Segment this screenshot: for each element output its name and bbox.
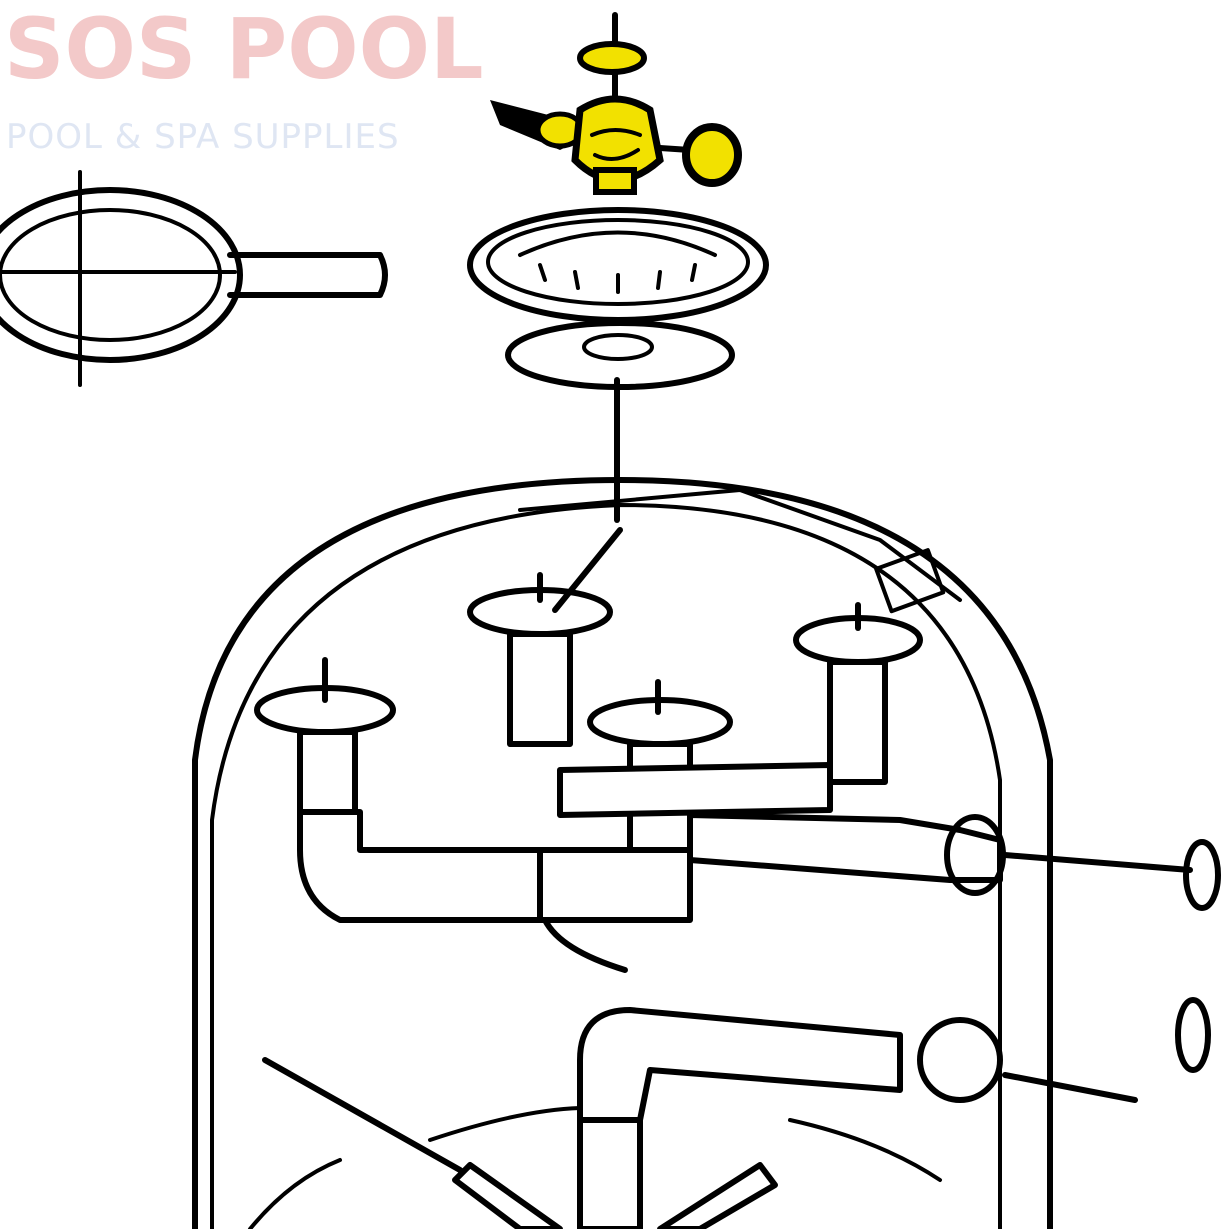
- watermark-tagline: POOL & SPA SUPPLIES: [6, 117, 400, 157]
- laterals: [254, 527, 1193, 923]
- lateral-4: [793, 602, 923, 785]
- tank: [192, 477, 1053, 1229]
- multiport-valve-highlighted: [490, 12, 742, 195]
- valve-dome: [467, 207, 769, 323]
- o-rings-side: [1175, 839, 1221, 1073]
- wrench-tool: [0, 170, 388, 387]
- lower-pipe: [248, 917, 1138, 1229]
- watermark: SOS POOL POOL & SPA SUPPLIES: [4, 0, 484, 157]
- o-ring: [505, 320, 735, 523]
- watermark-brand: SOS POOL: [4, 0, 484, 98]
- lateral-1: [254, 657, 396, 815]
- lateral-2: [467, 527, 623, 747]
